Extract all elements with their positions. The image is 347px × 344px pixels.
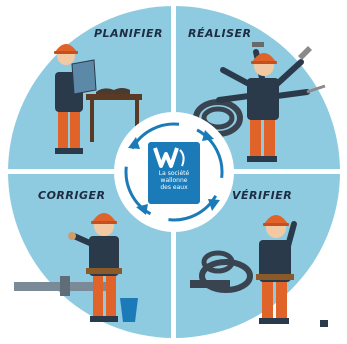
worker-torso: [247, 78, 279, 120]
worker-leg: [93, 274, 103, 318]
step-label-plan: PLANIFIER: [94, 27, 163, 40]
step-label-check: VÉRIFIER: [232, 189, 293, 202]
worker-correcting: [14, 213, 138, 322]
table-leg: [90, 100, 94, 142]
boot: [69, 148, 83, 154]
logo-w-mark: [153, 147, 179, 168]
hard-hat-brim: [263, 223, 289, 226]
worker-leg: [106, 274, 116, 318]
boot: [262, 156, 277, 162]
company-logo: [148, 142, 200, 204]
boot: [247, 156, 262, 162]
pipe-valve: [60, 276, 70, 296]
worker-realising: [193, 42, 341, 162]
hose: [190, 280, 230, 288]
step-label-act: CORRIGER: [38, 189, 106, 202]
arrow-head-se: [208, 199, 220, 211]
worker-leg: [264, 118, 275, 158]
arrow-head-nw: [128, 137, 140, 149]
worker-leg: [250, 118, 261, 158]
worker-leg: [276, 280, 287, 320]
boot: [104, 316, 118, 322]
logo-caption: La société wallonne des eaux: [150, 170, 198, 191]
tool-belt: [256, 274, 294, 280]
worker-arm: [274, 59, 304, 87]
worker-arm: [285, 221, 297, 249]
boot: [259, 318, 274, 324]
tool-belt: [86, 268, 122, 274]
worker-arm: [220, 67, 252, 87]
hose-coil: [199, 259, 253, 293]
table-leg: [135, 100, 139, 142]
boot: [90, 316, 104, 322]
worker-arm: [216, 93, 252, 103]
arrow-head-ne: [202, 130, 214, 141]
logo-line-2: wallonne: [160, 177, 188, 184]
boot: [274, 318, 289, 324]
hose-coil: [201, 250, 235, 274]
logo-line-1: La société: [158, 170, 190, 177]
logo-drop-mark: [179, 149, 185, 167]
worker-verifying: [190, 215, 328, 327]
signature-mark: [320, 320, 328, 327]
bucket: [120, 298, 138, 322]
saw-icon: [306, 84, 326, 94]
hard-hat: [92, 213, 116, 222]
hard-hat-brim: [54, 51, 78, 54]
hard-hat: [55, 44, 77, 52]
worker-torso: [259, 240, 291, 282]
hose-coil: [201, 106, 235, 130]
logo-line-3: des eaux: [160, 184, 188, 191]
table-top: [86, 94, 142, 100]
hard-hat: [252, 53, 276, 62]
step-label-do: RÉALISER: [188, 27, 252, 40]
wrench-icon: [298, 46, 312, 60]
boot: [55, 148, 69, 154]
hard-hat: [264, 215, 288, 224]
water-spray: [317, 49, 341, 77]
hammer-icon: [252, 42, 264, 47]
worker-leg: [70, 110, 80, 150]
tools-on-table: [96, 88, 130, 94]
worker-planning: [54, 44, 142, 154]
arrow-head-sw: [136, 204, 148, 215]
worker-arm: [274, 89, 310, 99]
plan-paper: [71, 59, 97, 95]
worker-leg: [262, 280, 273, 320]
hard-hat-brim: [91, 221, 117, 224]
worker-torso: [89, 236, 119, 276]
pipe-fitting: [68, 232, 76, 240]
worker-arm: [71, 233, 95, 247]
hard-hat-brim: [251, 61, 277, 64]
worker-leg: [58, 110, 68, 150]
